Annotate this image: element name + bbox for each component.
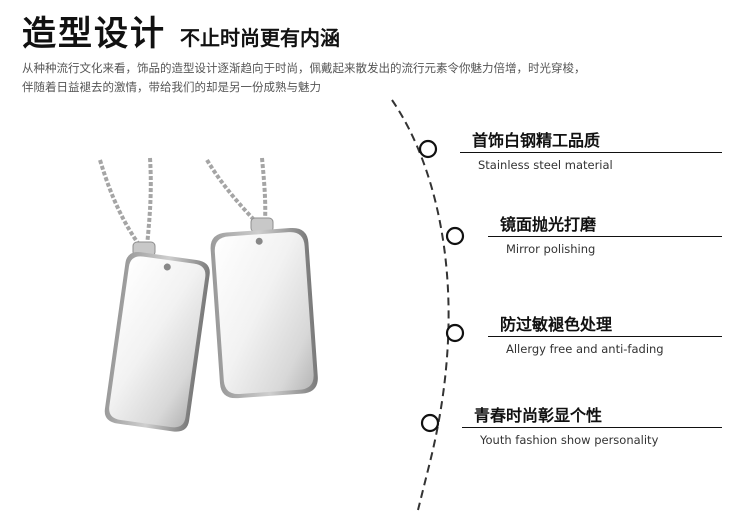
feature-subtitle: Youth fashion show personality bbox=[480, 433, 659, 447]
feature-title: 防过敏褪色处理 bbox=[500, 315, 613, 334]
feature-rule bbox=[460, 152, 722, 153]
circle-marker-icon bbox=[420, 413, 440, 433]
feature-title: 镜面抛光打磨 bbox=[500, 215, 597, 234]
circle-marker-icon bbox=[418, 139, 438, 159]
feature-title: 首饰白钢精工品质 bbox=[472, 131, 601, 150]
feature-rule bbox=[488, 336, 722, 337]
dog-tag-pendant-large bbox=[210, 228, 318, 399]
feature-title: 青春时尚彰显个性 bbox=[474, 406, 603, 425]
chain-large bbox=[205, 157, 274, 233]
feature-rule bbox=[488, 236, 722, 237]
header: 造型设计 不止时尚更有内涵 从种种流行文化来看，饰品的造型设计逐渐趋向于时尚，佩… bbox=[22, 6, 742, 97]
feature-rule bbox=[462, 427, 722, 428]
feature-subtitle: Stainless steel material bbox=[478, 158, 613, 172]
page-subtitle: 不止时尚更有内涵 bbox=[180, 26, 340, 50]
feature-subtitle: Allergy free and anti-fading bbox=[506, 342, 664, 356]
description-line-2: 伴随着日益褪去的激情，带给我们的却是另一份成熟与魅力 bbox=[22, 80, 321, 94]
dog-tag-pendant-small bbox=[104, 252, 210, 432]
description: 从种种流行文化来看，饰品的造型设计逐渐趋向于时尚，佩戴起来散发出的流行元素令你魅… bbox=[22, 59, 722, 97]
page-title: 造型设计 bbox=[22, 14, 166, 54]
circle-marker-icon bbox=[445, 323, 465, 343]
title-row: 造型设计 不止时尚更有内涵 bbox=[22, 6, 742, 55]
description-line-1: 从种种流行文化来看，饰品的造型设计逐渐趋向于时尚，佩戴起来散发出的流行元素令你魅… bbox=[22, 61, 586, 75]
circle-marker-icon bbox=[445, 226, 465, 246]
dashed-arc bbox=[391, 99, 450, 511]
feature-subtitle: Mirror polishing bbox=[506, 242, 596, 256]
